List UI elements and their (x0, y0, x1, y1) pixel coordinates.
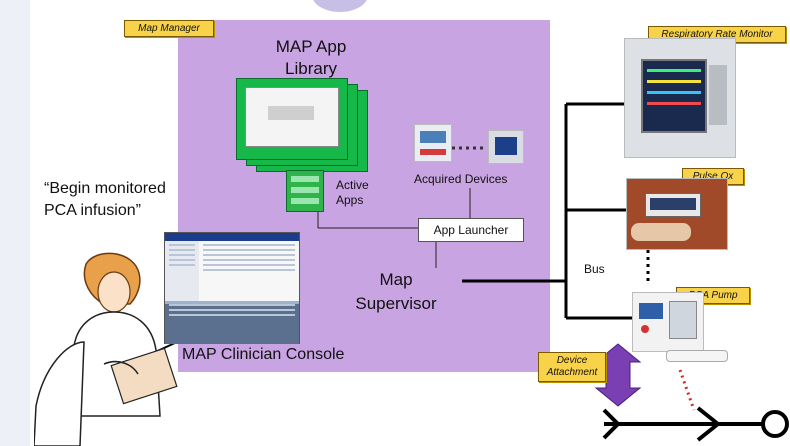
map-manager-tag: Map Manager (124, 20, 214, 37)
app-launcher-box: App Launcher (418, 218, 524, 242)
pca-pump-handset (666, 350, 728, 362)
top-decoration (312, 0, 368, 12)
device-attachment-tag: Device Attachment (538, 352, 606, 382)
map-app-library-label: MAP App Library (275, 37, 347, 78)
map-clinician-console-label: MAP Clinician Console (182, 346, 345, 363)
bus-label: Bus (584, 262, 605, 276)
acquired-device-2-icon (488, 130, 524, 164)
clinician-figure (34, 246, 184, 446)
acquired-device-1-icon (414, 124, 452, 162)
pca-pump-image (632, 292, 704, 352)
clinician-console-screen (164, 232, 300, 344)
library-stack-front (236, 78, 348, 160)
respiratory-rate-monitor-image (624, 38, 736, 158)
left-margin-stripe (0, 0, 30, 446)
active-apps-icon (286, 170, 324, 212)
pulse-ox-image (626, 178, 728, 250)
acquired-devices-label: Acquired Devices (414, 172, 508, 186)
clinician-quote: “Begin monitored PCA infusion” (44, 180, 166, 219)
map-supervisor-label: Map Supervisor (355, 270, 437, 313)
library-window-thumbnail (245, 87, 339, 147)
active-apps-label: Active Apps (336, 178, 369, 207)
